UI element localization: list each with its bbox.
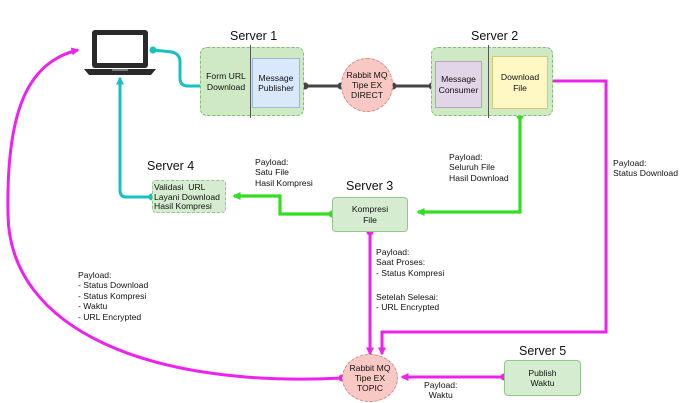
message-publisher-box: Message Publisher	[252, 58, 300, 108]
payload-seluruh-file: Payload: Seluruh File Hasil Download	[449, 152, 509, 183]
server5-title: Server 5	[519, 344, 567, 358]
server3-title: Server 3	[346, 179, 394, 193]
server4-label: Validasi URL Layani Download Hasil Kompr…	[154, 182, 220, 212]
payload-saat-proses: Payload: Saat Proses: - Status Kompresi	[376, 247, 445, 278]
payload-status-download: Payload: Status Download	[613, 158, 678, 179]
publish-waktu-box: Publish Waktu	[504, 360, 581, 396]
kompresi-file-label: Kompresi File	[351, 204, 389, 225]
rabbitmq-topic-label: Rabbit MQ Tipe EX TOPIC	[349, 362, 391, 394]
payload-satu-file: Payload: Satu File Hasil Kompresi	[255, 157, 313, 188]
edge-server4-laptop	[116, 76, 152, 199]
message-consumer-label: Message Consumer	[438, 74, 479, 95]
payload-topic-to-laptop: Payload: - Status Download - Status Komp…	[78, 270, 149, 322]
laptop-icon	[84, 30, 156, 75]
payload-setelah-selesai: Setelah Selesai: - URL Encrypted	[376, 292, 440, 313]
rabbitmq-direct-label: Rabbit MQ Tipe EX DIRECT	[346, 69, 388, 101]
server1-divider	[250, 45, 251, 118]
edge-download-kompresi	[416, 116, 522, 216]
publish-waktu-label: Publish Waktu	[528, 367, 557, 388]
form-url-download: Form URL Download	[206, 71, 246, 92]
rabbitmq-topic-node: Rabbit MQ Tipe EX TOPIC	[342, 354, 398, 402]
server2-group: Message Consumer Download File	[431, 47, 553, 116]
kompresi-file-box: Kompresi File	[332, 197, 408, 232]
edge-topic-laptop	[6, 47, 343, 381]
download-file-box: Download File	[492, 56, 548, 109]
server1-title: Server 1	[230, 29, 278, 43]
server2-title: Server 2	[471, 29, 519, 43]
payload-waktu: Payload: Waktu	[424, 380, 458, 401]
edge-laptop-form	[152, 48, 203, 88]
server1-group: Form URL Download Message Publisher	[200, 47, 304, 116]
edge-download-topic	[378, 79, 608, 356]
edge-start-dot	[149, 46, 157, 54]
edge-kompresi-server4	[232, 192, 332, 216]
message-consumer-box: Message Consumer	[435, 61, 482, 108]
server2-divider	[488, 45, 489, 118]
server4-box: Validasi URL Layani Download Hasil Kompr…	[152, 180, 226, 213]
download-file-label: Download File	[500, 72, 540, 93]
server4-title: Server 4	[147, 159, 195, 173]
message-publisher-label: Message Publisher	[258, 72, 294, 93]
rabbitmq-direct-node: Rabbit MQ Tipe EX DIRECT	[341, 58, 393, 112]
